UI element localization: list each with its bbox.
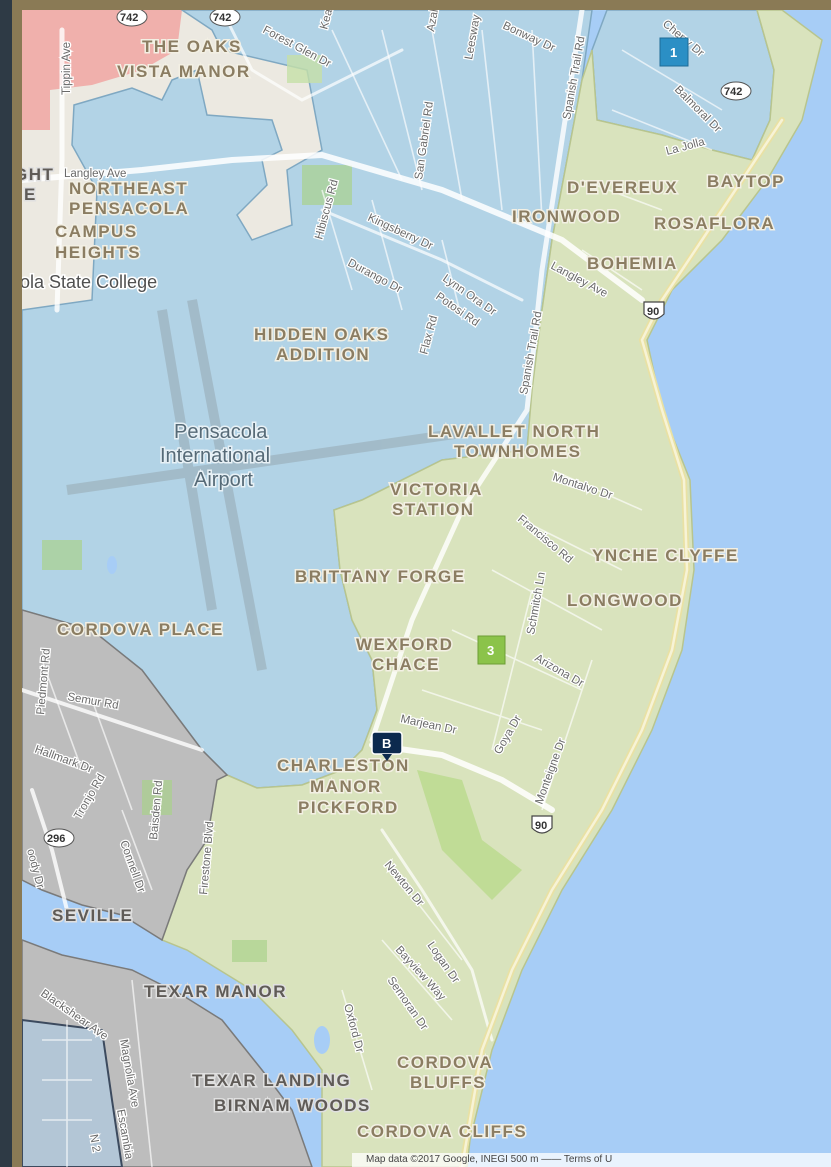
street-langley-ave-w: Langley Ave — [64, 168, 126, 180]
hood-manor: MANOR — [310, 777, 382, 796]
hood-victoria: VICTORIA — [390, 480, 483, 499]
street-n-2: N 2 — [87, 1133, 102, 1153]
hood-cordova: CORDOVA — [397, 1053, 493, 1072]
svg-text:742: 742 — [724, 86, 742, 98]
park-2 — [302, 165, 352, 205]
airport-name-line1: Pensacola — [174, 421, 268, 443]
hood-ght-edge: GHT — [22, 165, 54, 184]
svg-text:90: 90 — [535, 820, 547, 832]
hood-baytop: BAYTOP — [707, 172, 785, 191]
hood-ironwood: IRONWOOD — [512, 207, 621, 226]
street-grid — [41, 29, 723, 1167]
map-frame: THE OAKS VISTA MANOR NORTHEAST PENSACOLA… — [12, 0, 831, 1167]
map-canvas[interactable]: THE OAKS VISTA MANOR NORTHEAST PENSACOLA… — [22, 10, 831, 1167]
hood-texar-manor: TEXAR MANOR — [144, 982, 287, 1001]
hood-heights: HEIGHTS — [55, 243, 141, 262]
hood-addition: ADDITION — [276, 345, 370, 364]
hood-charleston: CHARLESTON — [277, 756, 410, 775]
hood-campus: CAMPUS — [55, 222, 138, 241]
location-pin-b[interactable]: B — [371, 731, 403, 761]
hood-texar-landing: TEXAR LANDING — [192, 1071, 351, 1090]
hood-pickford: PICKFORD — [298, 798, 399, 817]
svg-text:296: 296 — [47, 833, 65, 845]
hood-cordova-cliffs: CORDOVA CLIFFS — [357, 1122, 527, 1141]
hood-station: STATION — [392, 500, 475, 519]
hood-ynche-clyffe: YNCHE CLYFFE — [592, 546, 739, 565]
zone-marker-3[interactable]: 3 — [477, 635, 506, 665]
hood-chace: CHACE — [372, 655, 440, 674]
svg-text:742: 742 — [120, 12, 138, 24]
hood-rosaflora: ROSAFLORA — [654, 214, 775, 233]
shield-296: 296 — [43, 828, 75, 848]
zone-marker-1[interactable]: 1 — [659, 37, 689, 67]
zone-3-area[interactable] — [161, 10, 823, 1167]
zone-marker-1-label: 1 — [670, 45, 677, 60]
park-5 — [142, 780, 172, 815]
hood-lavallet: LAVALLET NORTH — [428, 422, 600, 441]
hood-wexford: WEXFORD — [356, 635, 453, 654]
park-4 — [42, 540, 82, 570]
college-name: ola State College — [22, 272, 157, 292]
hood-vista-manor: VISTA MANOR — [117, 62, 251, 81]
hood-deverux: D'EVEREUX — [567, 178, 678, 197]
road-network — [22, 10, 645, 1042]
hood-townhomes: TOWNHOMES — [454, 442, 581, 461]
pond-2 — [107, 556, 117, 574]
shield-742-b: 742 — [209, 10, 241, 27]
airport-name-line3: Airport — [194, 469, 253, 491]
airport-runways — [66, 299, 483, 671]
hood-the-oaks: THE OAKS — [142, 37, 242, 56]
hood-northeast: NORTHEAST — [69, 179, 188, 198]
us-90-highway-inner — [460, 118, 784, 1167]
zone-marker-3-label: 3 — [487, 643, 494, 658]
hood-bluffs: BLUFFS — [410, 1073, 486, 1092]
street-azal: Azal — [425, 10, 441, 33]
map-attribution[interactable]: Map data ©2017 Google, INEGI 500 m —— Te… — [352, 1153, 831, 1167]
street-tippin-ave: Tippin Ave — [61, 42, 73, 95]
svg-text:742: 742 — [213, 12, 231, 24]
zone-blue-southwest[interactable] — [22, 1018, 124, 1167]
park-3 — [417, 770, 522, 900]
shield-742-c: 742 — [720, 81, 752, 101]
pond-1 — [314, 1026, 330, 1054]
shield-742-a: 742 — [116, 10, 148, 27]
park-1 — [287, 55, 322, 83]
map-viewport[interactable]: THE OAKS VISTA MANOR NORTHEAST PENSACOLA… — [22, 10, 831, 1167]
shield-us90-a: 90 — [643, 301, 665, 320]
hood-hidden-oaks: HIDDEN OAKS — [254, 325, 390, 344]
shield-us90-b: 90 — [531, 815, 553, 834]
hood-pensacola: PENSACOLA — [69, 199, 189, 218]
hood-seville: SEVILLE — [52, 906, 133, 925]
hood-cordova-place: CORDOVA PLACE — [57, 620, 224, 639]
hood-birnam-woods: BIRNAM WOODS — [214, 1096, 371, 1115]
hood-brittany-forge: BRITTANY FORGE — [295, 567, 466, 586]
park-6 — [232, 940, 267, 962]
svg-text:90: 90 — [647, 306, 659, 318]
airport-name-line2: International — [160, 445, 270, 467]
hood-e-edge: E — [24, 185, 37, 204]
location-pin-b-label: B — [382, 736, 391, 751]
hood-bohemia: BOHEMIA — [587, 254, 678, 273]
zone-gray-west[interactable] — [22, 609, 229, 942]
hood-longwood: LONGWOOD — [567, 591, 683, 610]
